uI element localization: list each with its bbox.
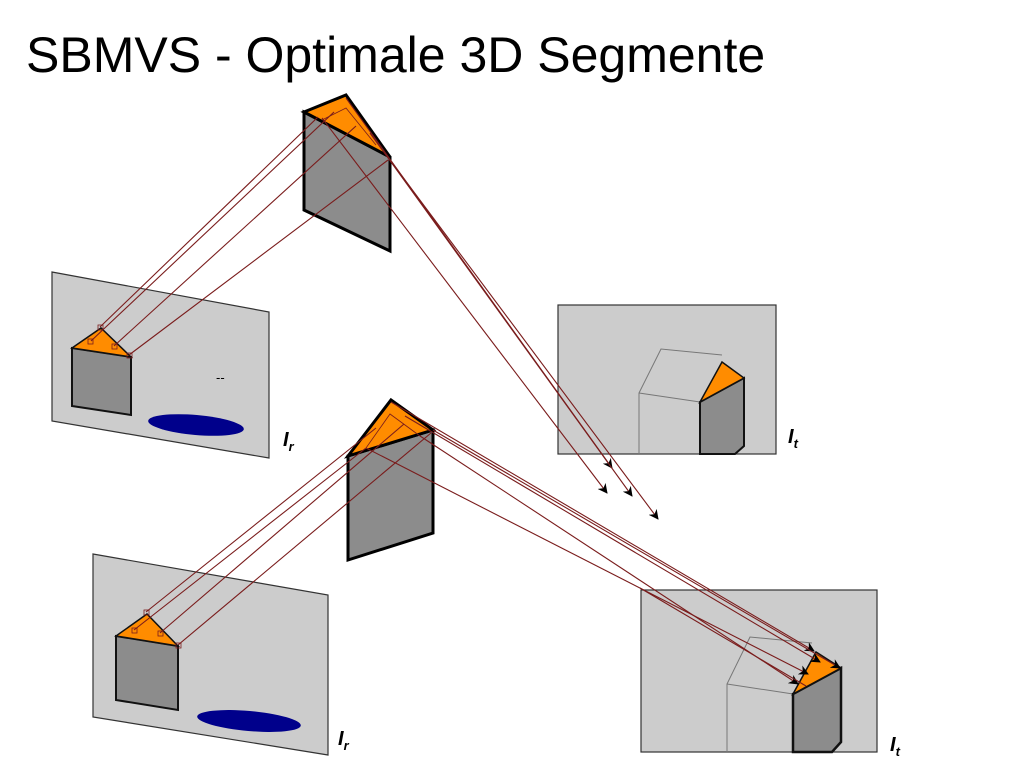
- slide-title: SBMVS - Optimale 3D Segmente: [26, 27, 766, 83]
- rays-to-target-bottom: [365, 401, 841, 687]
- rays-to-segment-bottom: [133, 423, 432, 646]
- target-house-roof: [698, 360, 746, 404]
- target-image-label-top: It: [788, 426, 799, 451]
- target-image-plane-bottom: [640, 589, 878, 754]
- 3d-segment-bottom: [343, 397, 437, 563]
- reference-image-plane-bottom: [92, 553, 329, 756]
- bottom-scene: Ir It: [92, 397, 901, 759]
- house-wall: [71, 346, 132, 417]
- rays-to-target-top: [321, 97, 659, 520]
- house-roof: [114, 613, 181, 648]
- house-wall: [115, 634, 179, 712]
- shadow-ellipse: [148, 414, 244, 436]
- shadow-ellipse: [197, 710, 301, 732]
- reference-image-plane-top: --: [51, 271, 270, 459]
- target-image-plane-top: [557, 304, 777, 455]
- house-roof: [70, 327, 134, 359]
- reference-image-label-top: Ir: [283, 429, 295, 454]
- rays-to-segment-top: [90, 111, 389, 356]
- ghost-house-outline: [726, 636, 813, 752]
- reference-image-label-bottom: Ir: [338, 728, 350, 753]
- top-scene: -- Ir It: [51, 93, 799, 520]
- ghost-house-outline: [638, 348, 723, 454]
- small-mark: --: [216, 370, 225, 385]
- target-image-label-bottom: It: [890, 734, 901, 759]
